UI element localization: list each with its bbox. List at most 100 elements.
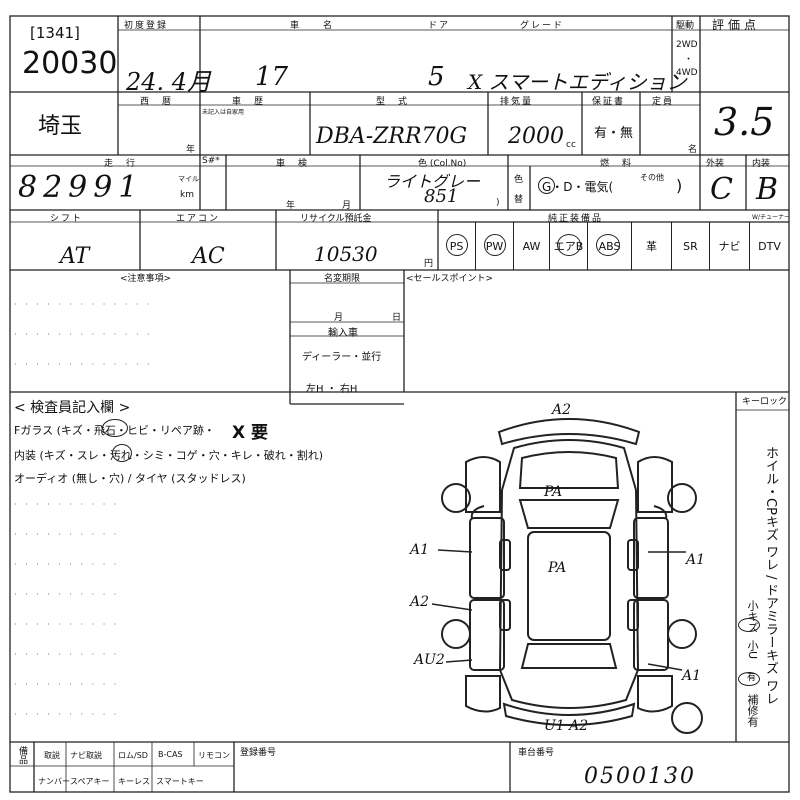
inspector-line-audio: オーディオ (無し・穴) / タイヤ (スタッドレス)	[14, 472, 246, 485]
displacement-value: 2000	[508, 124, 564, 149]
region: 埼玉	[38, 114, 83, 139]
small-dent-circle	[738, 672, 760, 686]
equipment-pw-circle	[484, 234, 506, 256]
equipment-airbag-circle	[557, 234, 581, 256]
accessory-plate: ナンバー	[38, 777, 70, 786]
label-grade: グレード	[520, 21, 565, 31]
recycle-value: 10530	[314, 242, 378, 266]
label-capacity: 定員	[652, 97, 675, 107]
label-import: 輸入車	[328, 328, 358, 339]
accessory-keyless: キーレス	[118, 777, 150, 786]
car-name-value: 17	[255, 62, 289, 92]
first-registration-value: 24. 4月	[126, 68, 212, 96]
equipment-item: DTV	[758, 239, 781, 253]
sidebar-small-dent: 小U	[746, 640, 759, 660]
accessory-smart-key: スマートキー	[156, 777, 204, 786]
color-value: ライトグレー	[384, 172, 481, 191]
capacity-unit: 名	[688, 145, 698, 155]
fuel-gasoline-circle	[538, 177, 555, 194]
dotted-line: · · · · · · · · · ·	[14, 530, 120, 539]
label-inspection: 車 検	[276, 159, 310, 169]
name-change-day: 日	[392, 313, 402, 323]
equipment-item: 革	[632, 222, 672, 270]
dotted-line: · · · · · · · · · ·	[14, 650, 120, 659]
label-sales-points: <セールスポイント>	[406, 274, 494, 284]
aircon-value: AC	[192, 244, 225, 269]
label-displacement: 排気量	[500, 97, 534, 107]
color-change-2: 替	[514, 195, 524, 205]
small-scratch-circle	[738, 618, 760, 632]
mileage-unit-km: km	[180, 190, 194, 200]
accessory-rom-sd: ロム/SD	[118, 751, 148, 760]
exterior-grade: C	[710, 172, 733, 207]
mark-roof: PA	[547, 560, 566, 576]
interior-stain-circle	[112, 444, 132, 462]
label-equipment: 純正装備品	[548, 214, 604, 224]
drive-2wd: 2WD	[676, 40, 698, 50]
label-registration-number: 登録番号	[240, 748, 277, 758]
label-s-number: S#*	[202, 156, 220, 166]
name-change-month: 月	[334, 313, 344, 323]
mark-rear-bumper: U1 A2	[544, 718, 588, 734]
lot-prefix: [1341]	[30, 24, 80, 42]
grade-value: X スマートエディション	[468, 70, 687, 94]
shift-value: AT	[60, 244, 90, 269]
warranty-options: 有・無	[594, 126, 634, 141]
accessory-manual: 取説	[44, 751, 60, 760]
dotted-line: · · · · · · · · · ·	[14, 560, 120, 569]
label-warranty: 保証書	[592, 97, 626, 107]
mark-right-front-door: A1	[684, 552, 705, 568]
doors-value: 5	[428, 62, 445, 92]
import-dealer: ディーラー・並行	[302, 352, 382, 363]
label-mileage: 走 行	[104, 159, 138, 169]
mileage-value: 82991	[18, 170, 144, 205]
label-recycle: リサイクル預託金	[300, 214, 372, 224]
mark-left-rear-fender: AU2	[412, 652, 445, 668]
model-value: DBA-ZRR70G	[316, 124, 468, 149]
glass-chip-circle	[102, 419, 128, 437]
label-tuner: W/チューナー	[752, 214, 790, 221]
inspector-glass-mark: X 要	[232, 423, 269, 443]
color-bracket: )	[496, 198, 500, 208]
inspector-title: < 検査員記入欄 >	[14, 400, 131, 416]
drive-4wd: 4WD	[676, 68, 698, 78]
dotted-line: · · · · · · · · · ·	[14, 710, 120, 719]
dotted-line: · · · · · · · · · ·	[14, 680, 120, 689]
dotted-line: · · · · · · · · · · · · ·	[14, 360, 153, 369]
color-number: 851	[424, 186, 459, 207]
label-door: ドア	[428, 21, 451, 31]
accessory-remote: リモコン	[198, 751, 230, 760]
label-color: 色 (Col.No)	[418, 159, 467, 169]
fuel-options: G・D・電気(	[542, 180, 614, 194]
equipment-item: AW	[514, 222, 550, 270]
equipment-item: ナビ	[710, 222, 750, 270]
mark-right-rear-fender: A1	[680, 668, 701, 684]
label-history: 車 歴	[232, 97, 266, 107]
inspection-month-unit: 月	[342, 201, 352, 211]
dotted-line: · · · · · · · · · · · · ·	[14, 330, 153, 339]
label-interior: 内装	[752, 159, 771, 169]
label-caution: <注意事項>	[120, 274, 172, 284]
dotted-line: · · · · · · · · · · · · ·	[14, 300, 153, 309]
yen-unit: 円	[424, 259, 434, 269]
sidebar-legend: ホイル・CPキズ ワレ / ドアミラーキズ ワレ	[763, 446, 778, 705]
year-unit: 年	[186, 145, 196, 155]
equipment-abs-circle	[596, 234, 620, 256]
lot-number: 20030	[22, 46, 118, 81]
mark-left-rear-door: A2	[408, 594, 429, 610]
car-damage-diagram: A2 PA PA A1 A1 A2 AU2 A1 U1 A2	[408, 402, 705, 734]
inspector-line-interior: 内装 (キズ・スレ・汚れ・シミ・コゲ・穴・キレ・破れ・割れ)	[14, 449, 324, 462]
label-shift: シフト	[50, 214, 84, 224]
color-change-1: 色	[514, 175, 524, 185]
sidebar-has: 有	[745, 672, 755, 681]
label-exterior: 外装	[706, 159, 725, 169]
accessory-navi-manual: ナビ取説	[70, 751, 102, 760]
mark-hood: PA	[543, 484, 562, 500]
label-key-lock: キーロック	[742, 397, 788, 407]
label-car-name: 車 名	[290, 21, 335, 31]
label-first-registration: 初度登録	[124, 21, 169, 31]
mark-left-front-door: A1	[408, 542, 429, 558]
sidebar-repaired: 補修有	[746, 694, 759, 727]
label-chassis-number: 車台番号	[518, 748, 555, 758]
